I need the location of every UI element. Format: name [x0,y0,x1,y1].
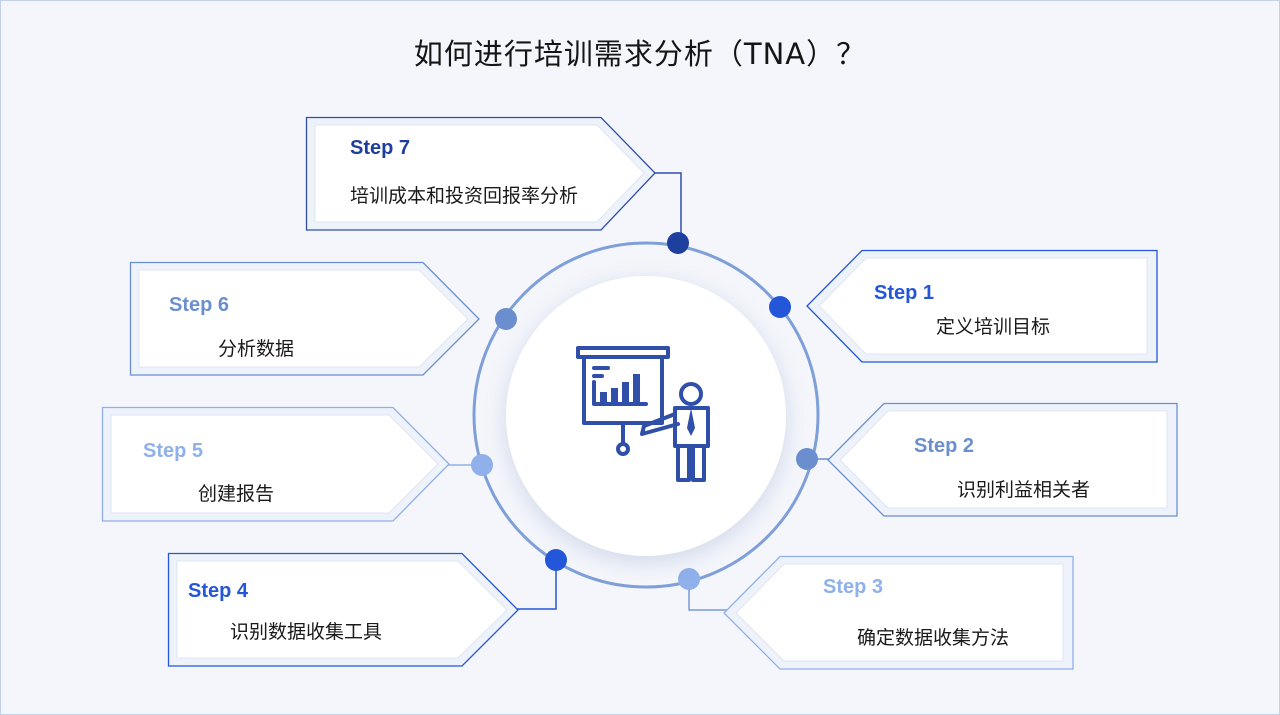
step-1-dot[interactable] [769,296,791,318]
presentation-board-icon [576,346,710,482]
outer-ring [472,241,820,589]
step-5-label: 创建报告 [198,483,275,505]
step-4-label: 识别数据收集工具 [230,621,383,643]
step-2-dot[interactable] [796,448,818,470]
step-7-label: 培训成本和投资回报率分析 [350,185,579,207]
step-1-label: 定义培训目标 [936,316,1051,338]
step-4-number: Step 4 [188,580,249,602]
connector-step-4 [516,561,557,610]
step-7-arrow-shape [305,116,656,231]
step-5-dot[interactable] [471,454,493,476]
step-5-number: Step 5 [143,440,204,462]
step-7-dot[interactable] [667,232,689,254]
step-7-card[interactable]: Step 7 培训成本和投资回报率分析 [305,116,656,231]
step-3-arrow-shape [723,555,1074,670]
step-4-arrow-shape [167,552,519,667]
step-3-dot[interactable] [678,568,700,590]
step-1-number: Step 1 [874,282,935,304]
connector-step-7 [653,172,682,243]
step-2-arrow-shape [827,402,1178,517]
step-3-label: 确定数据收集方法 [857,627,1010,649]
step-2-number: Step 2 [914,435,975,457]
step-6-dot[interactable] [495,308,517,330]
step-6-card[interactable]: Step 6 分析数据 [129,261,480,376]
step-6-number: Step 6 [169,294,230,316]
step-3-card[interactable]: Step 3 确定数据收集方法 [723,555,1074,670]
step-7-number: Step 7 [350,137,411,159]
step-2-label: 识别利益相关者 [957,479,1091,501]
step-3-number: Step 3 [823,576,884,598]
step-4-dot[interactable] [545,549,567,571]
step-5-card[interactable]: Step 5 创建报告 [101,406,450,522]
step-1-card[interactable]: Step 1 定义培训目标 [806,249,1158,363]
step-4-card[interactable]: Step 4 识别数据收集工具 [167,552,520,667]
step-6-arrow-shape [129,261,480,376]
step-2-card[interactable]: Step 2 识别利益相关者 [827,402,1178,517]
center-circle [506,276,786,556]
step-1-arrow-shape [806,249,1158,363]
step-6-label: 分析数据 [218,338,295,360]
step-5-arrow-shape [101,406,450,522]
page-title: 如何进行培训需求分析（TNA）？ [413,37,867,71]
